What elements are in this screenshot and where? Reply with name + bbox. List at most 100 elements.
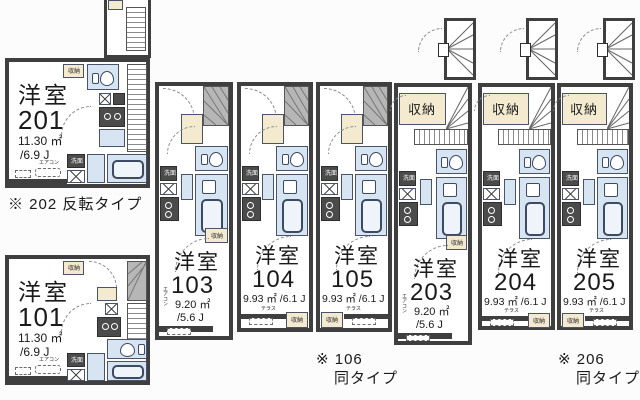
room-number: 103 (171, 272, 215, 299)
washstand-box: 洗面 (242, 166, 259, 181)
entry-staircase-205 (597, 18, 635, 80)
toilet-room (195, 146, 228, 171)
stove-icon (562, 202, 581, 226)
room-type-label: 洋室 (334, 245, 380, 268)
closet-label: 収納 (68, 266, 81, 272)
room-area: 9.93 ㎡ /6.1 J (484, 296, 547, 308)
fixture-xbox (399, 188, 416, 200)
bathroom (195, 174, 228, 236)
unit-105: 洗面 洋室 105 9.93 ㎡ /6.1 J テラス 収納 (316, 82, 392, 332)
stair-fan (607, 87, 629, 129)
stair-fan-icon (529, 22, 555, 76)
washstand-label: 洗面 (71, 358, 84, 364)
door-arc (328, 126, 356, 154)
sink-icon (202, 180, 216, 194)
toilet-icon (369, 152, 383, 167)
terrace-wall (344, 314, 390, 319)
toilet-icon (290, 152, 304, 167)
toilet-room (276, 146, 308, 171)
internal-stairs (577, 129, 629, 145)
burner-icon (488, 216, 495, 223)
room-area: 9.20 ㎡ (175, 299, 211, 311)
burner-icon (111, 323, 118, 330)
toilet-tank-icon (524, 157, 531, 168)
unit-204: 収納 洗面 洋室 204 9.93 ㎡ /6.1 J テラス (474, 83, 555, 330)
washstand-box: 洗面 (160, 166, 177, 181)
door-arc (390, 95, 406, 111)
closet-box: 収納 (286, 312, 308, 328)
terrace-label: テラス (346, 306, 361, 312)
kitchen-counter (97, 287, 117, 301)
room-tatami: /6.9 J (20, 345, 50, 359)
burner-icon (165, 202, 172, 209)
room-tatami: /6.9 J (20, 148, 50, 162)
burner-icon (247, 202, 254, 209)
door-arc (61, 106, 91, 136)
terrace-box (490, 319, 514, 326)
fixture-xbox (562, 188, 579, 200)
stair-fan (446, 87, 468, 129)
burner-icon (104, 113, 111, 120)
bathroom (519, 177, 550, 239)
internal-stairs (414, 129, 468, 145)
burner-icon (404, 216, 411, 223)
washstand-box: 洗面 (321, 166, 338, 181)
stairs-above-icon (203, 86, 229, 126)
toilet-tank-icon (92, 73, 99, 84)
terrace-label: テラス (261, 306, 276, 312)
unit-104: 洗面 洋室 104 9.93 ㎡ /6.1 J テラス 収納 (237, 82, 313, 332)
bathtub-icon (282, 199, 303, 233)
closet-box: 収納 (446, 235, 467, 250)
burner-icon (326, 211, 333, 218)
bathroom (436, 177, 467, 239)
toilet-icon (532, 155, 546, 170)
stairs-above-icon (284, 86, 309, 126)
aircon-label: エアコン (39, 160, 60, 166)
unit-201: 洋室 201 11.30 ㎡ /6.9 J 収納 洗面 エアコン (5, 58, 150, 188)
washstand-box: 洗面 (67, 154, 85, 168)
room-type-label: 洋室 (497, 248, 543, 271)
washstand-label: 洗面 (71, 159, 84, 165)
fixture-xbox (321, 183, 338, 195)
unit-205: 収納 洗面 洋室 205 9.93 ㎡ /6.1 J テラス 収納 (553, 83, 633, 330)
bathroom (107, 154, 147, 183)
closet-label: 収納 (408, 102, 437, 117)
closet-box: 収納 (562, 313, 584, 328)
washer-space-icon (67, 170, 85, 183)
washstand-label: 洗面 (164, 171, 177, 177)
closet-label: 収納 (211, 234, 224, 240)
fixture-xbox (160, 183, 177, 195)
stove-icon (321, 197, 340, 221)
closet-box: 収納 (63, 64, 84, 78)
aircon-unit-icon (35, 365, 61, 374)
note-106-number: ※ 106 (316, 351, 363, 368)
washstand-label: 洗面 (246, 171, 259, 177)
bathroom-fixture (262, 174, 274, 200)
kitchen-sink (99, 129, 125, 147)
burner-icon (567, 207, 574, 214)
terrace-box (167, 328, 191, 335)
terrace-box (593, 319, 617, 326)
toilet-tank-icon (602, 157, 609, 168)
toilet-room (436, 149, 467, 174)
room-area: 9.93 ㎡ /6.1 J (322, 293, 385, 305)
washstand-box: 洗面 (562, 171, 579, 186)
sink-icon (526, 183, 540, 197)
bathtub-icon (112, 160, 144, 179)
bathtub-icon (361, 199, 382, 233)
bathroom-fixture (341, 174, 353, 200)
closet-box-large: 収納 (483, 93, 529, 125)
unit-203: 収納 洗面 収納 洋室 203 9.20 ㎡ /5.6 J (390, 83, 472, 345)
room-type-label: 洋室 (18, 82, 70, 108)
room-tatami: /5.6 J (177, 312, 204, 324)
closet-box: 収納 (205, 228, 228, 243)
toilet-room (355, 146, 387, 171)
terrace-box (352, 318, 376, 325)
stairs-above-icon (363, 86, 388, 126)
toilet-tank-icon (441, 157, 448, 168)
toilet-icon (610, 155, 624, 170)
washstand-label: 洗面 (403, 176, 416, 182)
room-number: 105 (331, 266, 375, 293)
room-number: 104 (252, 266, 296, 293)
